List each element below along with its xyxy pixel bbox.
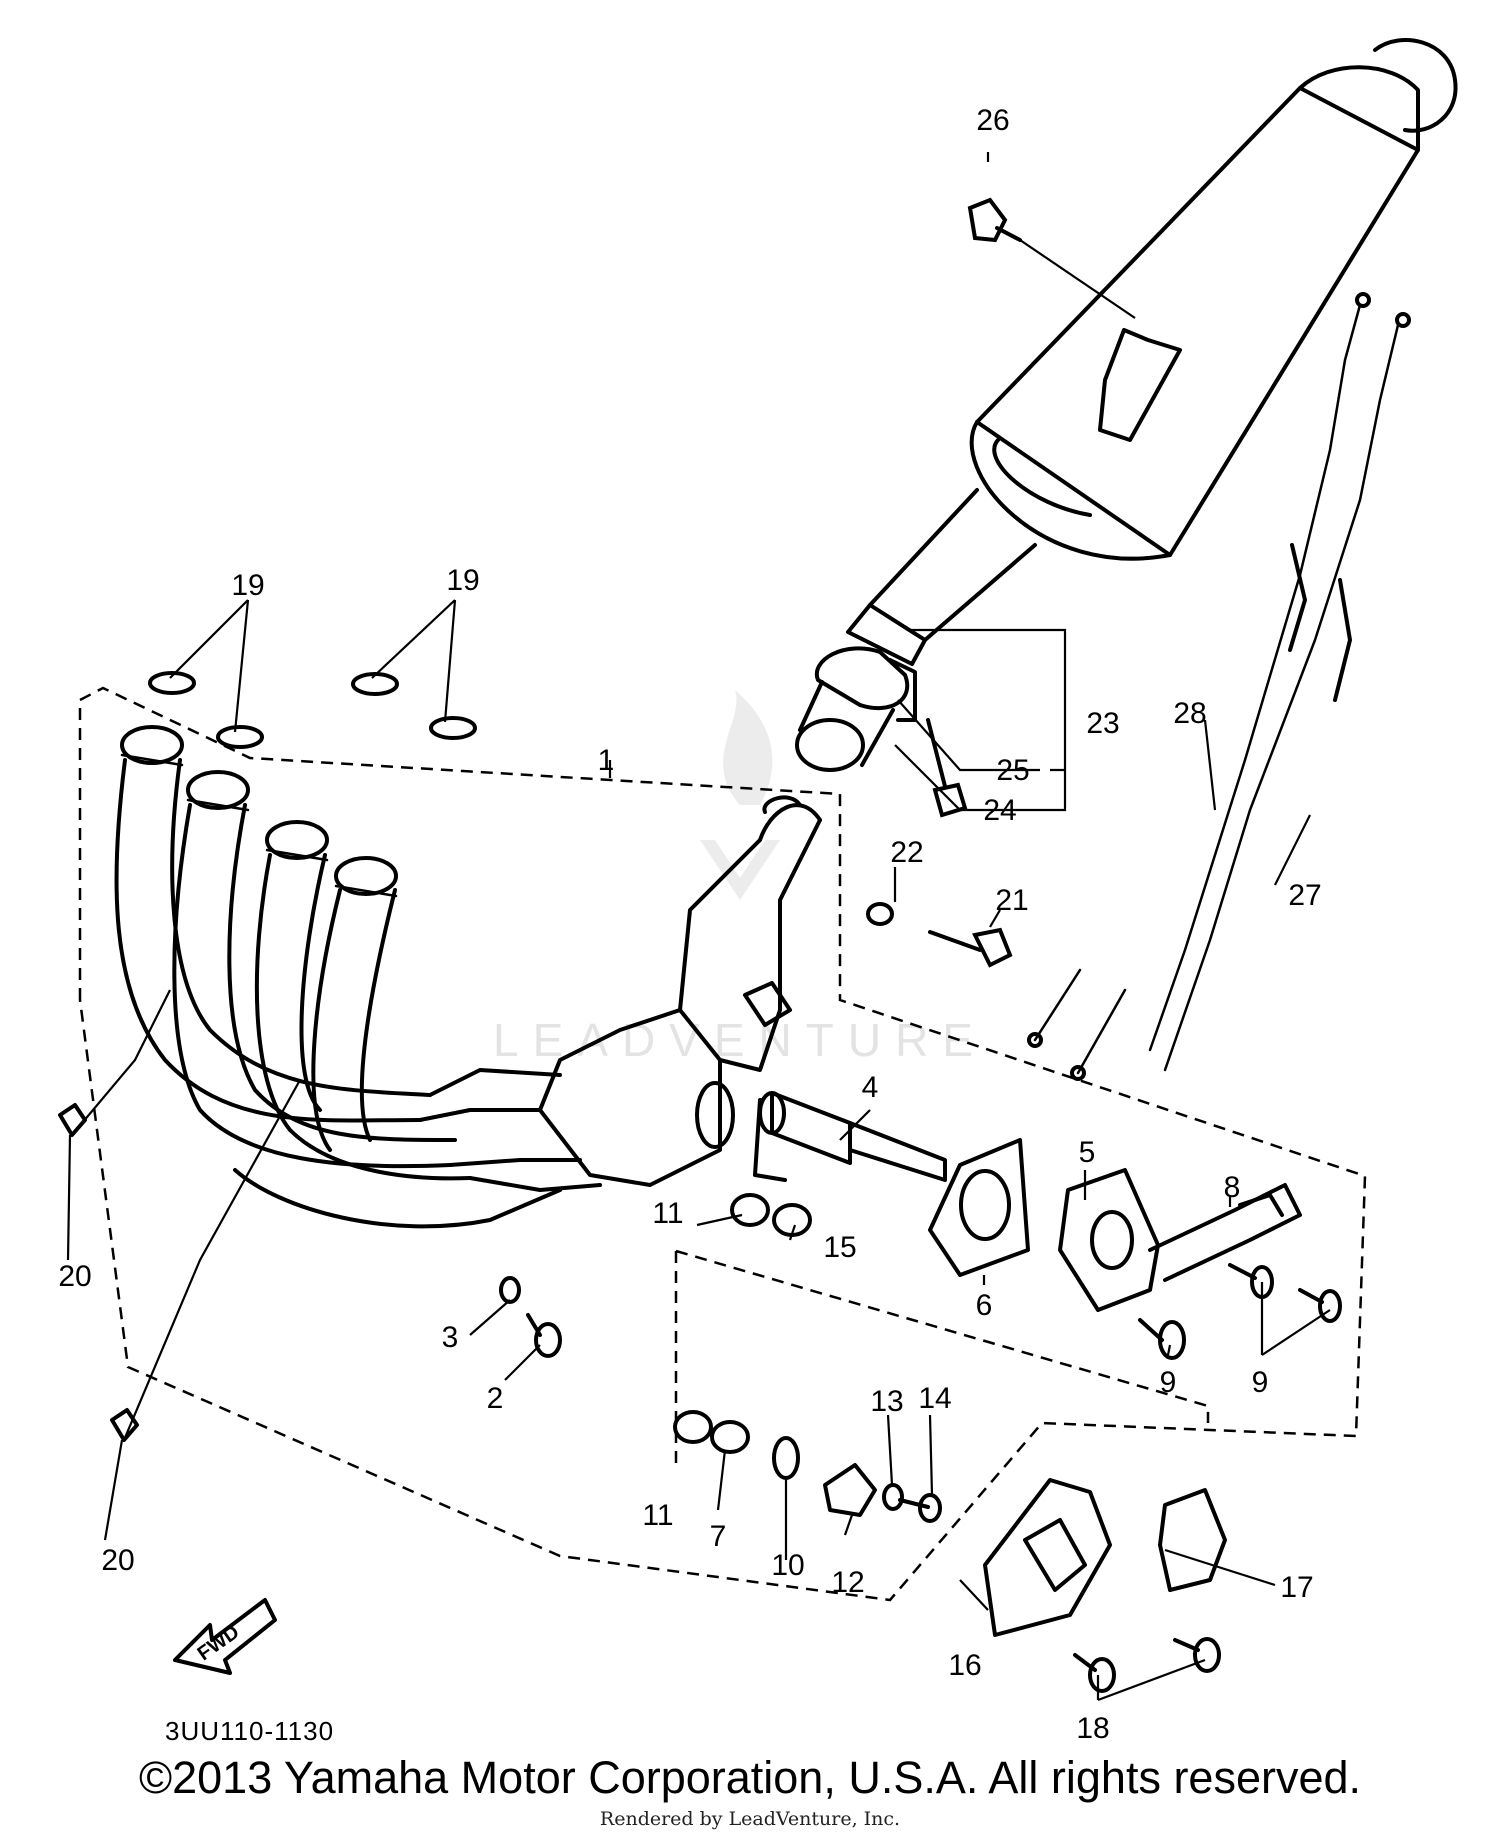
callout-9a: 9	[1160, 1366, 1177, 1399]
screws-9	[1138, 1263, 1342, 1360]
exhaust-gaskets	[148, 671, 477, 749]
callout-24: 24	[983, 794, 1016, 827]
collector-sub-boundary	[674, 1249, 1210, 1470]
clamp-bolt	[926, 718, 968, 818]
watermark-text: LEADVENTURE	[493, 1014, 987, 1066]
callout-23: 23	[1086, 707, 1119, 740]
callout-11a: 11	[652, 1197, 683, 1230]
muffler	[846, 38, 1458, 666]
leader-lines	[66, 152, 1331, 1702]
valve-housing	[1058, 1168, 1302, 1312]
callout-15: 15	[823, 1231, 856, 1264]
callout-20a: 20	[58, 1260, 91, 1293]
callout-16: 16	[948, 1649, 981, 1682]
forward-direction-arrow: FWD	[173, 1598, 277, 1675]
callout-7: 7	[710, 1520, 727, 1553]
callout-19b: 19	[446, 564, 479, 597]
callout-25: 25	[996, 754, 1029, 787]
callout-26: 26	[976, 104, 1009, 137]
drawing-code: 3UU110-1130	[165, 1716, 334, 1746]
rendered-by-notice: Rendered by LeadVenture, Inc.	[599, 1808, 901, 1830]
callout-27: 27	[1288, 879, 1321, 912]
callout-1: 1	[598, 744, 615, 777]
callout-18: 18	[1076, 1712, 1109, 1745]
callout-28: 28	[1173, 697, 1206, 730]
fasteners	[58, 902, 1013, 1442]
valve-gasket	[928, 1138, 1030, 1277]
throttle-cables	[1027, 292, 1411, 1081]
muffler-bolt	[967, 197, 1136, 319]
callout-14: 14	[918, 1382, 951, 1415]
callout-10: 10	[771, 1549, 804, 1582]
callout-labels: 1 2 3 4 5 6 7 8 9 9 10 11 11 12 13 14 15…	[58, 104, 1321, 1745]
callout-11b: 11	[642, 1499, 673, 1532]
bushings	[673, 1193, 812, 1454]
callout-20b: 20	[101, 1544, 134, 1577]
exhaust-pipe-assembly-boundary	[78, 686, 1367, 1602]
callout-17: 17	[1280, 1571, 1313, 1604]
servo-motor	[983, 1478, 1227, 1693]
callout-6: 6	[976, 1289, 993, 1322]
callout-12: 12	[831, 1566, 864, 1599]
muffler-clamp	[795, 646, 917, 772]
exhaust-valve-shaft	[753, 1091, 947, 1182]
callout-8: 8	[1224, 1171, 1241, 1204]
exhaust-collector	[538, 795, 822, 1187]
callout-4: 4	[862, 1071, 879, 1104]
copyright-notice: ©2013 Yamaha Motor Corporation, U.S.A. A…	[138, 1752, 1362, 1803]
callout-21: 21	[995, 884, 1028, 917]
leadventure-watermark: LEADVENTURE	[493, 690, 987, 1066]
small-hardware	[772, 1436, 942, 1523]
callout-3: 3	[442, 1321, 459, 1354]
callout-5: 5	[1079, 1136, 1096, 1169]
header-pipes	[114, 725, 602, 1229]
callout-19a: 19	[231, 569, 264, 602]
callout-9b: 9	[1252, 1366, 1269, 1399]
fwd-label: FWD	[194, 1621, 244, 1665]
callout-2: 2	[487, 1382, 504, 1415]
callout-22: 22	[890, 836, 923, 869]
callout-13: 13	[870, 1385, 903, 1418]
